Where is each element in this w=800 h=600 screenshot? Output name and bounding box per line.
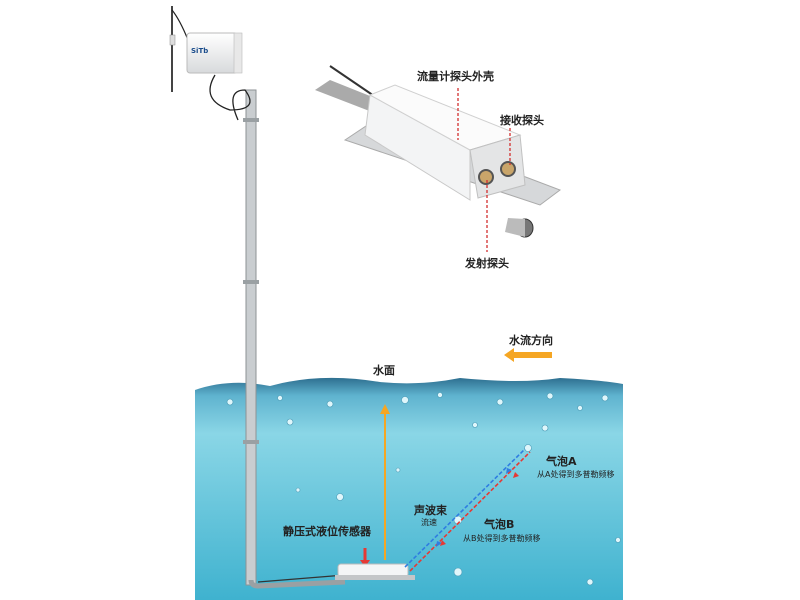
label-housing: 流量计探头外壳 bbox=[417, 70, 494, 83]
label-sound-beam: 声波束 bbox=[414, 504, 447, 517]
label-bubble-b-note: 从B处得到多普勒频移 bbox=[463, 534, 541, 543]
label-pressure-sensor: 静压式液位传感器 bbox=[283, 525, 371, 538]
label-flow-direction: 水流方向 bbox=[509, 334, 553, 347]
beam-blue bbox=[404, 448, 526, 568]
beam-red bbox=[409, 451, 531, 572]
water-body bbox=[195, 377, 623, 600]
device-logo: SiTb bbox=[191, 47, 209, 55]
label-water-surface: 水面 bbox=[373, 364, 395, 377]
label-receiver: 接收探头 bbox=[500, 114, 544, 127]
label-bubble-b: 气泡B bbox=[484, 518, 515, 531]
label-transmitter: 发射探头 bbox=[465, 257, 509, 270]
flowmeter-probe bbox=[315, 65, 562, 238]
mounting-pole bbox=[245, 89, 257, 586]
bubbles bbox=[226, 392, 621, 586]
label-bubble-a: 气泡A bbox=[546, 455, 577, 468]
label-flow-speed: 流速 bbox=[421, 518, 437, 527]
label-bubble-a-note: 从A处得到多普勒频移 bbox=[537, 470, 615, 479]
flow-direction-arrow bbox=[504, 348, 552, 362]
